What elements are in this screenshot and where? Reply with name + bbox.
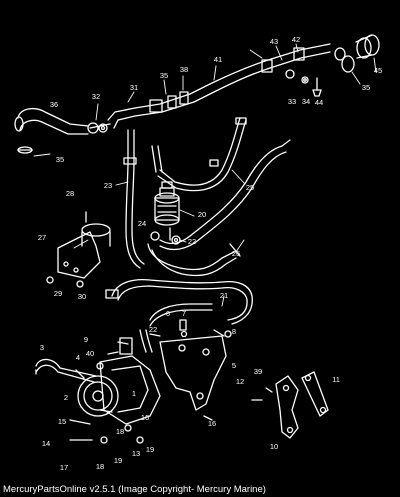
drive-belt-3 [35,358,97,383]
callout-5[interactable]: 5 [232,361,236,370]
callout-35c[interactable]: 35 [362,83,370,92]
callout-27[interactable]: 27 [38,233,46,242]
callout-35a[interactable]: 35 [160,71,168,80]
callout-35b[interactable]: 35 [56,155,64,164]
end-cap-45 [334,34,380,73]
reservoir-20 [154,181,180,241]
callout-16b[interactable]: 16 [208,419,216,428]
callout-15[interactable]: 15 [58,417,66,426]
callout-44[interactable]: 44 [315,98,323,107]
callout-8[interactable]: 8 [232,327,236,336]
callout-20[interactable]: 20 [198,210,206,219]
pulley-2 [75,369,119,417]
callout-28[interactable]: 28 [66,189,74,198]
callout-24[interactable]: 24 [138,219,146,228]
callout-18b[interactable]: 18 [116,427,124,436]
callout-38[interactable]: 38 [180,65,188,74]
cooler-tube-assembly [134,43,331,117]
return-hose-25 [151,117,291,251]
clamp-32 [87,122,108,134]
callout-39[interactable]: 39 [254,367,262,376]
hose-21 [139,303,213,353]
bracket-10 [275,375,299,439]
hose-23 [123,129,145,269]
callout-23[interactable]: 23 [104,181,112,190]
callout-36[interactable]: 36 [50,100,58,109]
copyright-footer: MercuryPartsOnline v2.5.1 (Image Copyrig… [3,484,266,495]
callout-43[interactable]: 43 [270,37,278,46]
callout-19a[interactable]: 19 [114,456,122,465]
hose-26 [105,243,253,325]
callout-34[interactable]: 34 [302,97,310,106]
callout-12[interactable]: 12 [236,377,244,386]
callout-labels: 1 2 3 4 5 6 7 8 9 10 11 12 13 14 15 16 1… [38,35,382,472]
bracket-27 [46,211,111,288]
leader-lines [33,43,377,307]
callout-29[interactable]: 29 [54,289,62,298]
callout-10[interactable]: 10 [270,442,278,451]
callout-13[interactable]: 13 [132,449,140,458]
callout-7[interactable]: 7 [182,309,186,318]
callout-19b[interactable]: 19 [146,445,154,454]
callout-26[interactable]: 26 [232,249,240,258]
brace-11 [301,371,329,417]
power-steering-pump-1 [99,337,161,425]
callout-17[interactable]: 17 [60,463,68,472]
callout-30[interactable]: 30 [78,292,86,301]
callout-45[interactable]: 45 [374,66,382,75]
bracket-5 [159,329,227,411]
callout-22a[interactable]: 22 [188,237,196,246]
callout-40[interactable]: 40 [86,349,94,358]
callout-32[interactable]: 32 [92,92,100,101]
callout-41[interactable]: 41 [214,55,222,64]
callout-1[interactable]: 1 [132,389,136,398]
callout-42[interactable]: 42 [292,35,300,44]
callout-21[interactable]: 21 [220,291,228,300]
callout-25[interactable]: 25 [246,183,254,192]
callout-14[interactable]: 14 [42,439,50,448]
callout-31[interactable]: 31 [130,83,138,92]
callout-3[interactable]: 3 [40,343,44,352]
callout-2[interactable]: 2 [64,393,68,402]
callout-22b[interactable]: 22 [149,325,157,334]
callout-9[interactable]: 9 [84,335,88,344]
callout-11[interactable]: 11 [332,375,340,384]
fittings-33-34-44 [285,69,322,97]
callout-16a[interactable]: 16 [141,413,149,422]
hardware-bolts [69,319,273,444]
callout-33[interactable]: 33 [288,97,296,106]
elbow-hose-36 [14,107,89,154]
callout-4[interactable]: 4 [76,353,80,362]
callout-6[interactable]: 6 [166,309,170,318]
callout-18a[interactable]: 18 [96,462,104,471]
